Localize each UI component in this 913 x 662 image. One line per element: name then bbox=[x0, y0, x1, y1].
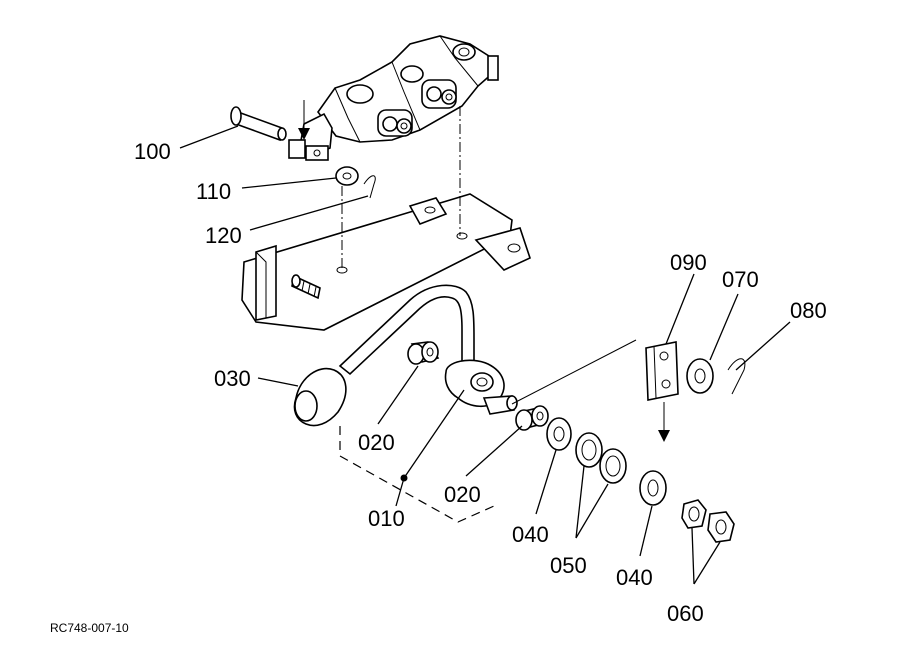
callout-070: 070 bbox=[722, 267, 759, 292]
washer-050-second bbox=[599, 448, 627, 484]
washer-040-second bbox=[639, 470, 667, 506]
washer-050-first bbox=[575, 432, 603, 468]
callout-090: 090 bbox=[670, 250, 707, 275]
pin-100 bbox=[230, 106, 287, 142]
leader-lines bbox=[179, 125, 791, 585]
callout-010: 010 bbox=[368, 506, 405, 531]
callout-040-first: 040 bbox=[512, 522, 549, 547]
valve-assembly bbox=[288, 35, 499, 161]
lever-010 bbox=[338, 284, 518, 415]
arrow-down-icon bbox=[658, 430, 670, 442]
callout-100: 100 bbox=[134, 139, 171, 164]
callout-020-right: 020 bbox=[444, 482, 481, 507]
callout-050: 050 bbox=[550, 553, 587, 578]
washer-110 bbox=[335, 166, 359, 186]
plate-090 bbox=[645, 341, 679, 442]
callout-110: 110 bbox=[196, 179, 231, 204]
nut-060-second bbox=[707, 511, 735, 543]
callout-120: 120 bbox=[205, 223, 242, 248]
reference-code: RC748-007-10 bbox=[50, 621, 129, 635]
cotter-pin-120 bbox=[363, 175, 376, 199]
mounting-bracket bbox=[241, 193, 531, 331]
callout-080: 080 bbox=[790, 298, 827, 323]
grip-030 bbox=[293, 367, 347, 427]
collar-020-left bbox=[407, 341, 440, 365]
callout-060: 060 bbox=[667, 601, 704, 626]
callout-040-second: 040 bbox=[616, 565, 653, 590]
callout-030: 030 bbox=[214, 366, 251, 391]
washer-070 bbox=[686, 358, 714, 394]
collar-020-right bbox=[515, 405, 549, 431]
nut-060-first bbox=[681, 499, 707, 529]
washer-040-first bbox=[546, 417, 572, 451]
cotter-pin-080 bbox=[727, 358, 746, 395]
arrow-down-icon bbox=[298, 128, 310, 140]
callout-020-left: 020 bbox=[358, 430, 395, 455]
